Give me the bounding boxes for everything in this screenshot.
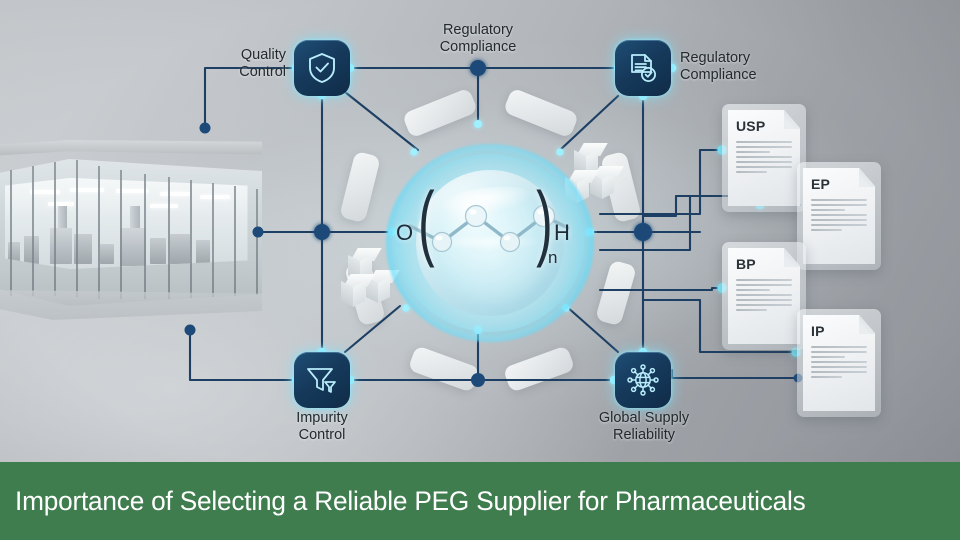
- document-code: IP: [811, 323, 825, 339]
- node-label-quality-control: Quality Control: [239, 47, 286, 80]
- molecule-right-atom: H: [554, 220, 570, 245]
- document-code: EP: [811, 176, 831, 192]
- node-label-impurity-control: Impurity Control: [296, 410, 348, 443]
- globe-network-icon: [626, 363, 660, 397]
- node-label-regulatory-compliance: Regulatory Compliance: [680, 50, 757, 83]
- cleanroom-interior: [5, 177, 248, 270]
- peg-molecule-sphere: O ( ) H n: [380, 144, 600, 342]
- document-text-lines: [736, 279, 792, 314]
- shield-check-icon: [307, 52, 337, 84]
- node-global-supply-reliability[interactable]: [615, 352, 671, 408]
- cleanroom-mullions: [0, 156, 262, 306]
- document-card-usp[interactable]: USP: [722, 104, 806, 212]
- node-regulatory-compliance[interactable]: [615, 40, 671, 96]
- document-card-bp[interactable]: BP: [722, 242, 806, 350]
- node-quality-control[interactable]: [294, 40, 350, 96]
- node-impurity-control[interactable]: [294, 352, 350, 408]
- pharmaceutical-cleanroom-photo: [0, 140, 262, 320]
- document-card-ep[interactable]: EP: [797, 162, 881, 270]
- caption-title: Importance of Selecting a Reliable PEG S…: [15, 485, 806, 516]
- document-check-icon: [628, 52, 658, 84]
- caption-bar: Importance of Selecting a Reliable PEG S…: [0, 462, 960, 540]
- wire-junction-dot: [184, 60, 803, 387]
- document-text-lines: [811, 199, 867, 234]
- molecule-subscript: n: [548, 248, 558, 267]
- molecule-left-atom: O: [396, 220, 414, 245]
- funnel-icon: [306, 365, 338, 395]
- molecule-bracket-close: ): [536, 175, 553, 269]
- document-card-ip[interactable]: IP: [797, 309, 881, 417]
- document-text-lines: [811, 346, 867, 381]
- molecule-chain: [408, 204, 570, 253]
- document-code: USP: [736, 118, 766, 134]
- node-label-global-supply-reliability: Global Supply Reliability: [598, 410, 690, 443]
- node-label-regulatory-compliance-top: Regulatory Compliance: [439, 22, 517, 55]
- document-text-lines: [736, 141, 792, 176]
- document-code: BP: [736, 256, 756, 272]
- molecule-bracket-open: (: [418, 175, 435, 269]
